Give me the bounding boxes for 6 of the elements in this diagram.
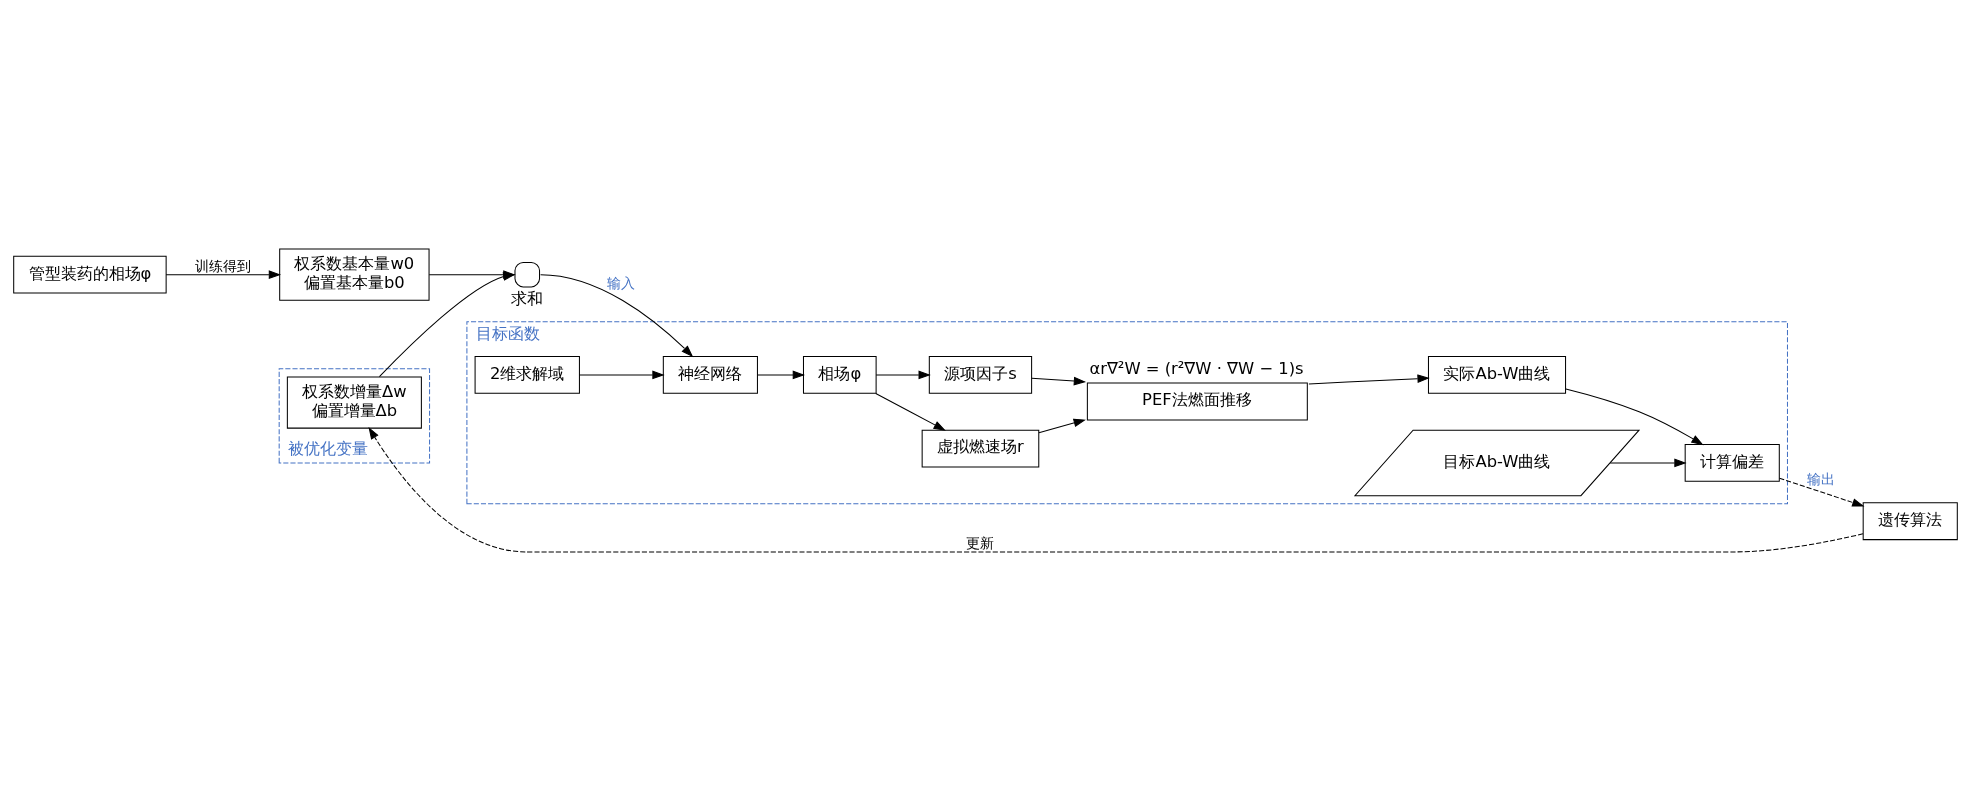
edge-label: 更新 bbox=[966, 534, 995, 551]
edge-label: 输入 bbox=[607, 274, 636, 291]
node-label: αr∇²W = (r²∇W · ∇W − 1)s bbox=[1089, 358, 1304, 378]
node-label: 求和 bbox=[510, 288, 543, 308]
edge-label: 训练得到 bbox=[194, 257, 251, 274]
edge-label: 输出 bbox=[1807, 470, 1836, 487]
